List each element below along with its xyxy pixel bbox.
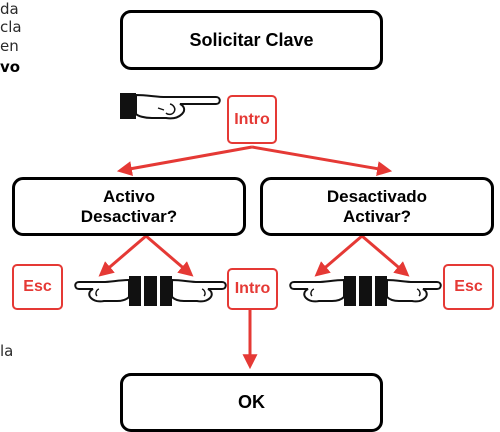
pointing-hand-icon bbox=[74, 278, 130, 303]
left-text-line-5: la bbox=[0, 342, 14, 360]
esc-key-left-label: Esc bbox=[23, 278, 52, 295]
activar-label: Activar? bbox=[342, 206, 412, 226]
desactivado-box: Desactivado Activar? bbox=[260, 177, 494, 236]
arrow-to-desactivado bbox=[251, 145, 393, 177]
pointing-hand-icon bbox=[289, 278, 345, 303]
pointing-hand-icon bbox=[386, 278, 442, 303]
arrow-desactivado-left bbox=[314, 234, 363, 277]
desactivar-label: Desactivar? bbox=[80, 206, 178, 226]
desactivado-label: Desactivado bbox=[326, 187, 428, 207]
pointing-hand-icon bbox=[120, 93, 221, 120]
intro-key-top: Intro bbox=[227, 95, 277, 144]
intro-key-top-label: Intro bbox=[234, 110, 270, 128]
ok-box: OK bbox=[120, 373, 383, 432]
left-text-line-1: da bbox=[0, 0, 19, 18]
esc-key-right-label: Esc bbox=[454, 278, 483, 295]
left-text-line-2: cla bbox=[0, 18, 22, 36]
activo-box: Activo Desactivar? bbox=[12, 177, 246, 236]
switch-icon bbox=[129, 276, 172, 306]
intro-key-center-label: Intro bbox=[234, 280, 271, 297]
arrow-activo-right bbox=[145, 234, 194, 277]
left-text-line-3: en bbox=[0, 37, 19, 55]
switch-icon bbox=[344, 276, 387, 306]
arrow-to-activo bbox=[116, 145, 253, 177]
pointing-hand-icon bbox=[171, 278, 227, 303]
esc-key-left: Esc bbox=[12, 264, 63, 310]
ok-label: OK bbox=[238, 392, 265, 412]
solicitar-clave-label: Solicitar Clave bbox=[189, 29, 314, 50]
arrow-desactivado-right bbox=[361, 234, 410, 277]
left-text-line-4: vo bbox=[0, 58, 21, 76]
intro-key-center: Intro bbox=[227, 268, 278, 310]
arrow-activo-left bbox=[98, 234, 147, 277]
activo-label: Activo bbox=[103, 187, 155, 207]
esc-key-right: Esc bbox=[443, 264, 494, 310]
solicitar-clave-box: Solicitar Clave bbox=[120, 10, 383, 70]
